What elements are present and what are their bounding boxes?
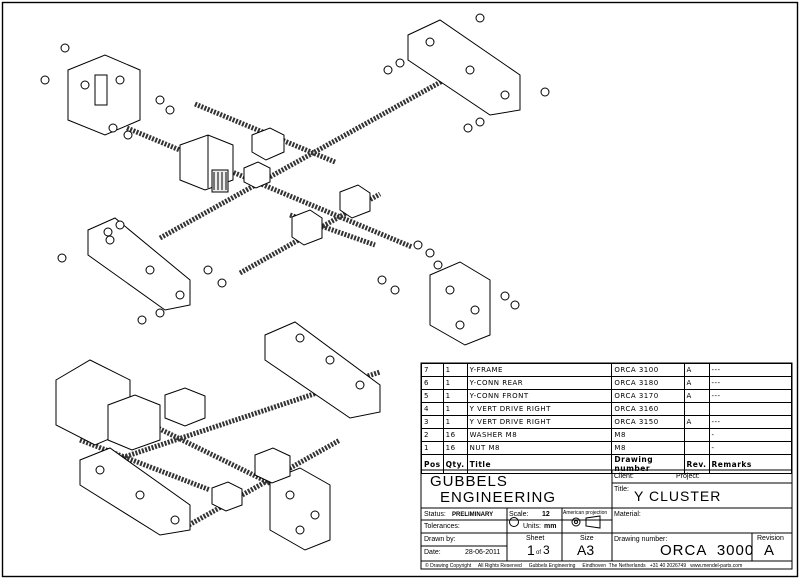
units-label: Units: bbox=[523, 523, 541, 530]
bracket-bottom-right bbox=[429, 261, 491, 346]
size-value: A3 bbox=[577, 542, 595, 558]
bom-pos: 7 bbox=[421, 363, 444, 377]
bom-rev bbox=[683, 402, 710, 416]
title-block bbox=[420, 362, 793, 570]
bom-header-rev: Rev. bbox=[683, 454, 710, 474]
units-value: mm bbox=[544, 523, 557, 530]
revision-value: A bbox=[764, 542, 775, 559]
tolerances-label: Tolerances: bbox=[424, 523, 460, 530]
bom-header-row: Pos Qty. Title Drawing number Rev. Remar… bbox=[421, 454, 792, 474]
company-name-line1: GUBBELS bbox=[430, 473, 508, 490]
bom-header-title: Title bbox=[466, 454, 613, 474]
bom-pos: 6 bbox=[421, 376, 444, 390]
bom-qty: 16 bbox=[442, 428, 468, 442]
bom-title: Y-CONN FRONT bbox=[466, 389, 613, 403]
bom-title: WASHER M8 bbox=[466, 428, 613, 442]
bom-rev: A bbox=[683, 376, 710, 390]
company-name-line2: ENGINEERING bbox=[440, 489, 557, 506]
bom-remarks: --- bbox=[708, 415, 792, 429]
bom-title: Y-FRAME bbox=[466, 363, 613, 377]
threaded-rods bbox=[126, 71, 457, 276]
assembled-view bbox=[55, 321, 381, 551]
sheet-of: of bbox=[536, 550, 542, 556]
bom-drawing: ORCA 3170 bbox=[611, 389, 685, 403]
bom-header-pos: Pos bbox=[421, 454, 444, 474]
status-value: PRELIMINARY bbox=[452, 512, 494, 518]
bom-drawing: M8 bbox=[611, 428, 685, 442]
bom-row: 1 16 NUT M8 M8 - bbox=[421, 441, 792, 455]
bom-qty: 1 bbox=[442, 389, 468, 403]
bom-header-drawing: Drawing number bbox=[611, 454, 685, 474]
bom-qty: 1 bbox=[442, 363, 468, 377]
bom-pos: 3 bbox=[421, 415, 444, 429]
bom-qty: 1 bbox=[442, 402, 468, 416]
scale-value: 12 bbox=[542, 511, 550, 518]
copyright-footer: © Drawing Copyright All Rights Reserved … bbox=[425, 563, 743, 569]
date-label: Date: bbox=[424, 549, 441, 556]
bom-row: 5 1 Y-CONN FRONT ORCA 3170 A --- bbox=[421, 389, 792, 403]
title-label: Title: bbox=[614, 486, 629, 493]
bom-drawing: ORCA 3150 bbox=[611, 415, 685, 429]
bom-pos: 1 bbox=[421, 441, 444, 455]
bill-of-materials: 7 1 Y-FRAME ORCA 3100 A --- 6 1 Y-CONN R… bbox=[421, 363, 792, 474]
bom-title: Y-CONN REAR bbox=[466, 376, 613, 390]
bom-title: Y VERT DRIVE RIGHT bbox=[466, 402, 613, 416]
nuts-and-washers bbox=[40, 13, 550, 325]
bom-row: 6 1 Y-CONN REAR ORCA 3180 A --- bbox=[421, 376, 792, 390]
bom-remarks: --- bbox=[708, 376, 792, 390]
client-label: Client: bbox=[614, 473, 634, 480]
bom-remarks: - bbox=[708, 441, 792, 455]
sheet-label: Sheet bbox=[526, 535, 545, 542]
bom-title: NUT M8 bbox=[466, 441, 613, 455]
scale-label: Scale: bbox=[509, 511, 529, 518]
sheet-number: 1 bbox=[527, 542, 535, 558]
bracket-bottom-left bbox=[87, 217, 191, 311]
bom-remarks bbox=[708, 402, 792, 416]
bom-drawing: M8 bbox=[611, 441, 685, 455]
bom-pos: 2 bbox=[421, 428, 444, 442]
size-label: Size bbox=[580, 535, 594, 542]
drawing-title: Y CLUSTER bbox=[634, 488, 722, 504]
status-label: Status: bbox=[424, 511, 446, 518]
drawn-by-label: Drawn by: bbox=[424, 536, 456, 543]
bom-row: 4 1 Y VERT DRIVE RIGHT ORCA 3160 bbox=[421, 402, 792, 416]
bom-title: Y VERT DRIVE RIGHT bbox=[466, 415, 613, 429]
bom-remarks: - bbox=[708, 428, 792, 442]
bom-pos: 5 bbox=[421, 389, 444, 403]
exploded-view bbox=[40, 13, 550, 346]
drawing-number: ORCA 3000 bbox=[660, 542, 755, 559]
bom-rev: A bbox=[683, 415, 710, 429]
bracket-top-right bbox=[407, 19, 521, 116]
bom-rev bbox=[683, 428, 710, 442]
bom-qty: 1 bbox=[442, 415, 468, 429]
bom-qty: 1 bbox=[442, 376, 468, 390]
bom-drawing: ORCA 3180 bbox=[611, 376, 685, 390]
bom-rev: A bbox=[683, 363, 710, 377]
bom-drawing: ORCA 3160 bbox=[611, 402, 685, 416]
bom-row: 3 1 Y VERT DRIVE RIGHT ORCA 3150 A --- bbox=[421, 415, 792, 429]
project-label: Project: bbox=[676, 473, 700, 480]
couplers bbox=[243, 127, 371, 246]
bom-header-remarks: Remarks bbox=[708, 454, 792, 474]
bom-header-qty: Qty. bbox=[442, 454, 468, 474]
drawing-number-label: Drawing number: bbox=[614, 536, 668, 543]
bom-qty: 16 bbox=[442, 441, 468, 455]
bom-rev: A bbox=[683, 389, 710, 403]
bom-row: 2 16 WASHER M8 M8 - bbox=[421, 428, 792, 442]
motor-assembly bbox=[179, 134, 234, 193]
bom-drawing: ORCA 3100 bbox=[611, 363, 685, 377]
sheet-total: 3 bbox=[543, 543, 550, 557]
bom-rev bbox=[683, 441, 710, 455]
projection-label: American projection bbox=[563, 510, 608, 516]
bom-pos: 4 bbox=[421, 402, 444, 416]
bom-remarks: --- bbox=[708, 389, 792, 403]
material-label: Material: bbox=[614, 511, 641, 518]
revision-label: Revision bbox=[757, 535, 784, 542]
date-value: 28-06-2011 bbox=[465, 549, 501, 556]
bom-row: 7 1 Y-FRAME ORCA 3100 A --- bbox=[421, 363, 792, 377]
bracket-top-left bbox=[67, 54, 141, 136]
bom-remarks: --- bbox=[708, 363, 792, 377]
